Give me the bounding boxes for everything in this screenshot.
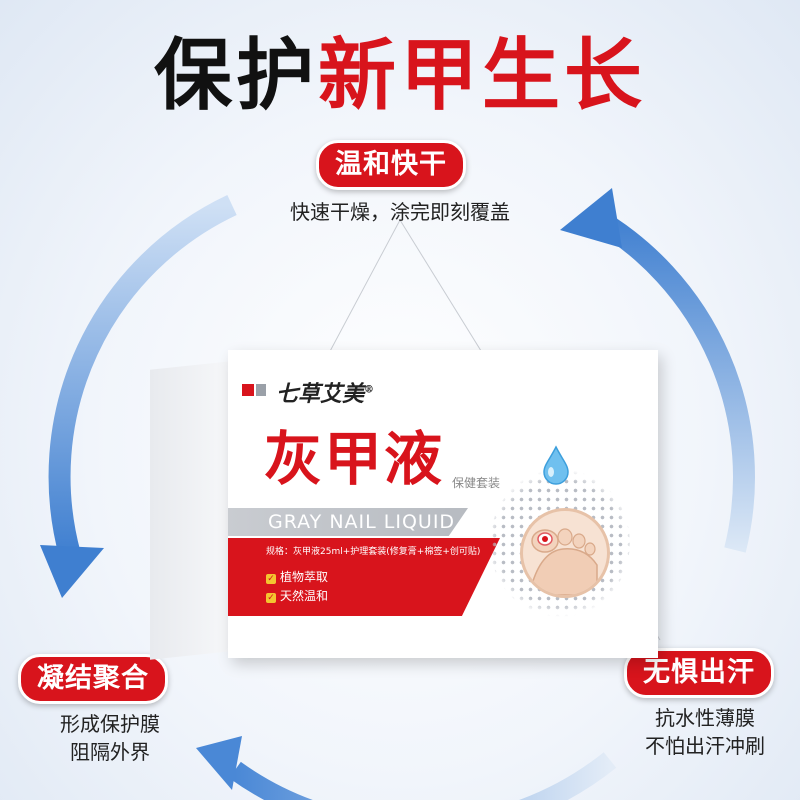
brand-name: 七草艾美® (276, 381, 375, 407)
english-band (228, 508, 468, 536)
product-spec: 规格：灰甲液25ml+护理套装(修复膏+棉签+创可贴) (266, 547, 481, 557)
arrow-right-arc (584, 205, 755, 553)
brand-mark-gray (256, 384, 266, 396)
product-bullet: ✓天然温和 (266, 589, 329, 603)
arrow-left-arc (48, 195, 237, 558)
product-name: 灰甲液 (264, 425, 445, 493)
feature-desc-sweat-proof: 抗水性薄膜 不怕出汗冲刷 (645, 706, 765, 758)
product-box: 七草艾美® 灰甲液 保健套装 GRAY NAIL LIQUID 规格：灰甲液25… (228, 350, 658, 658)
brand-mark (242, 384, 254, 396)
arrow-bottom-head (196, 736, 242, 790)
product-english-name: GRAY NAIL LIQUID (268, 511, 456, 533)
headline-part2: 新甲生长 (318, 31, 647, 121)
feature-desc-polymerize: 形成保护膜 阻隔外界 (60, 712, 160, 764)
feature-label-quick-dry: 温和快干 (316, 140, 466, 190)
feature-desc-quick-dry: 快速干燥，涂完即刻覆盖 (290, 200, 510, 224)
feature-label-polymerize: 凝结聚合 (18, 654, 168, 704)
headline-part1: 保护 (153, 31, 318, 121)
foot-icon (531, 528, 598, 595)
arrow-bottom-arc (229, 752, 617, 800)
foot-illustration (520, 508, 610, 598)
product-tag: 保健套装 (452, 476, 501, 490)
arrow-left-head (40, 545, 104, 598)
product-bullet: ✓植物萃取 (266, 570, 329, 584)
arrow-right-head (560, 188, 622, 248)
product-box-side (150, 360, 240, 660)
water-drop-icon (543, 445, 569, 485)
check-icon: ✓ (266, 574, 276, 584)
headline: 保护新甲生长 (0, 28, 800, 124)
check-icon: ✓ (266, 593, 276, 603)
